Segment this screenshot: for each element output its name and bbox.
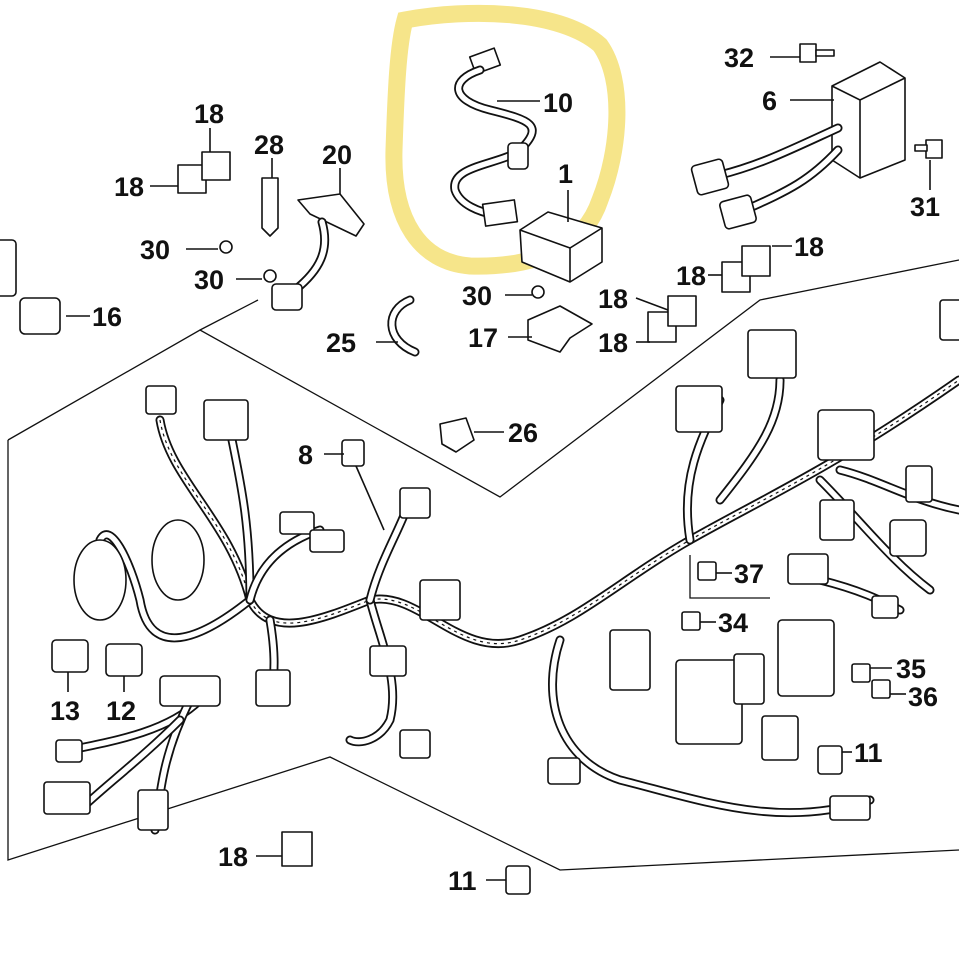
- part-labels: 10 1 32 6 31 18 18 28 20 30 30 30 17 25 …: [50, 43, 940, 896]
- relay-group-top-left: [177, 151, 231, 194]
- label-part-30c: 30: [462, 281, 492, 311]
- screw-30c: [531, 285, 545, 299]
- label-part-25: 25: [326, 328, 356, 358]
- label-part-11b: 11: [448, 866, 477, 896]
- label-part-35: 35: [896, 654, 926, 684]
- cap-8: [341, 439, 365, 467]
- label-part-28: 28: [254, 130, 284, 160]
- label-part-18d: 18: [676, 261, 706, 291]
- screw-30b: [263, 269, 277, 283]
- label-part-16: 16: [92, 302, 122, 332]
- harness-connectors: [43, 299, 959, 831]
- label-part-12: 12: [106, 696, 136, 726]
- label-part-11a: 11: [854, 738, 883, 768]
- bracket-28: [261, 177, 279, 237]
- unit-6: [690, 61, 906, 230]
- clamp-25: [387, 295, 420, 357]
- label-part-36: 36: [908, 682, 938, 712]
- label-part-17: 17: [468, 323, 498, 353]
- label-part-30a: 30: [140, 235, 170, 265]
- control-unit-1: [519, 211, 603, 283]
- fuse-35: [851, 663, 871, 683]
- connector-11a: [817, 745, 843, 775]
- label-part-20: 20: [322, 140, 352, 170]
- relay-bottom: [281, 831, 313, 867]
- clip-26: [439, 417, 475, 453]
- bracket-20: [271, 193, 365, 311]
- connector-11b: [505, 865, 531, 895]
- label-part-34: 34: [718, 608, 748, 638]
- main-harness: [65, 375, 959, 835]
- label-part-37: 37: [734, 559, 764, 589]
- label-part-31: 31: [910, 192, 940, 222]
- label-part-8: 8: [298, 440, 313, 470]
- label-part-13: 13: [50, 696, 80, 726]
- connector-12: [105, 643, 143, 677]
- screw-30a: [219, 240, 233, 254]
- fuse-36: [871, 679, 891, 699]
- sub-harness-10: [450, 47, 537, 227]
- label-part-18f: 18: [598, 328, 628, 358]
- label-part-18e: 18: [598, 284, 628, 314]
- label-part-10: 10: [543, 88, 573, 118]
- label-part-26: 26: [508, 418, 538, 448]
- label-part-18b: 18: [114, 172, 144, 202]
- connector-edge-left: [0, 239, 17, 297]
- label-part-6: 6: [762, 86, 777, 116]
- bolt-32: [799, 43, 835, 63]
- frame-lines: [7, 259, 959, 871]
- leader-lines: [66, 56, 931, 881]
- label-part-30b: 30: [194, 265, 224, 295]
- connector-13: [51, 639, 89, 673]
- label-part-18c: 18: [794, 232, 824, 262]
- relay-group-center: [647, 295, 697, 343]
- label-part-18a: 18: [194, 99, 224, 129]
- bolt-31: [914, 139, 943, 159]
- label-part-1: 1: [558, 159, 573, 189]
- fuse-34: [681, 611, 701, 631]
- label-part-18g: 18: [218, 842, 248, 872]
- bracket-17: [527, 305, 593, 353]
- label-part-32: 32: [724, 43, 754, 73]
- fuse-37: [697, 561, 717, 581]
- relay-group-right: [721, 245, 771, 293]
- connector-16: [19, 297, 61, 335]
